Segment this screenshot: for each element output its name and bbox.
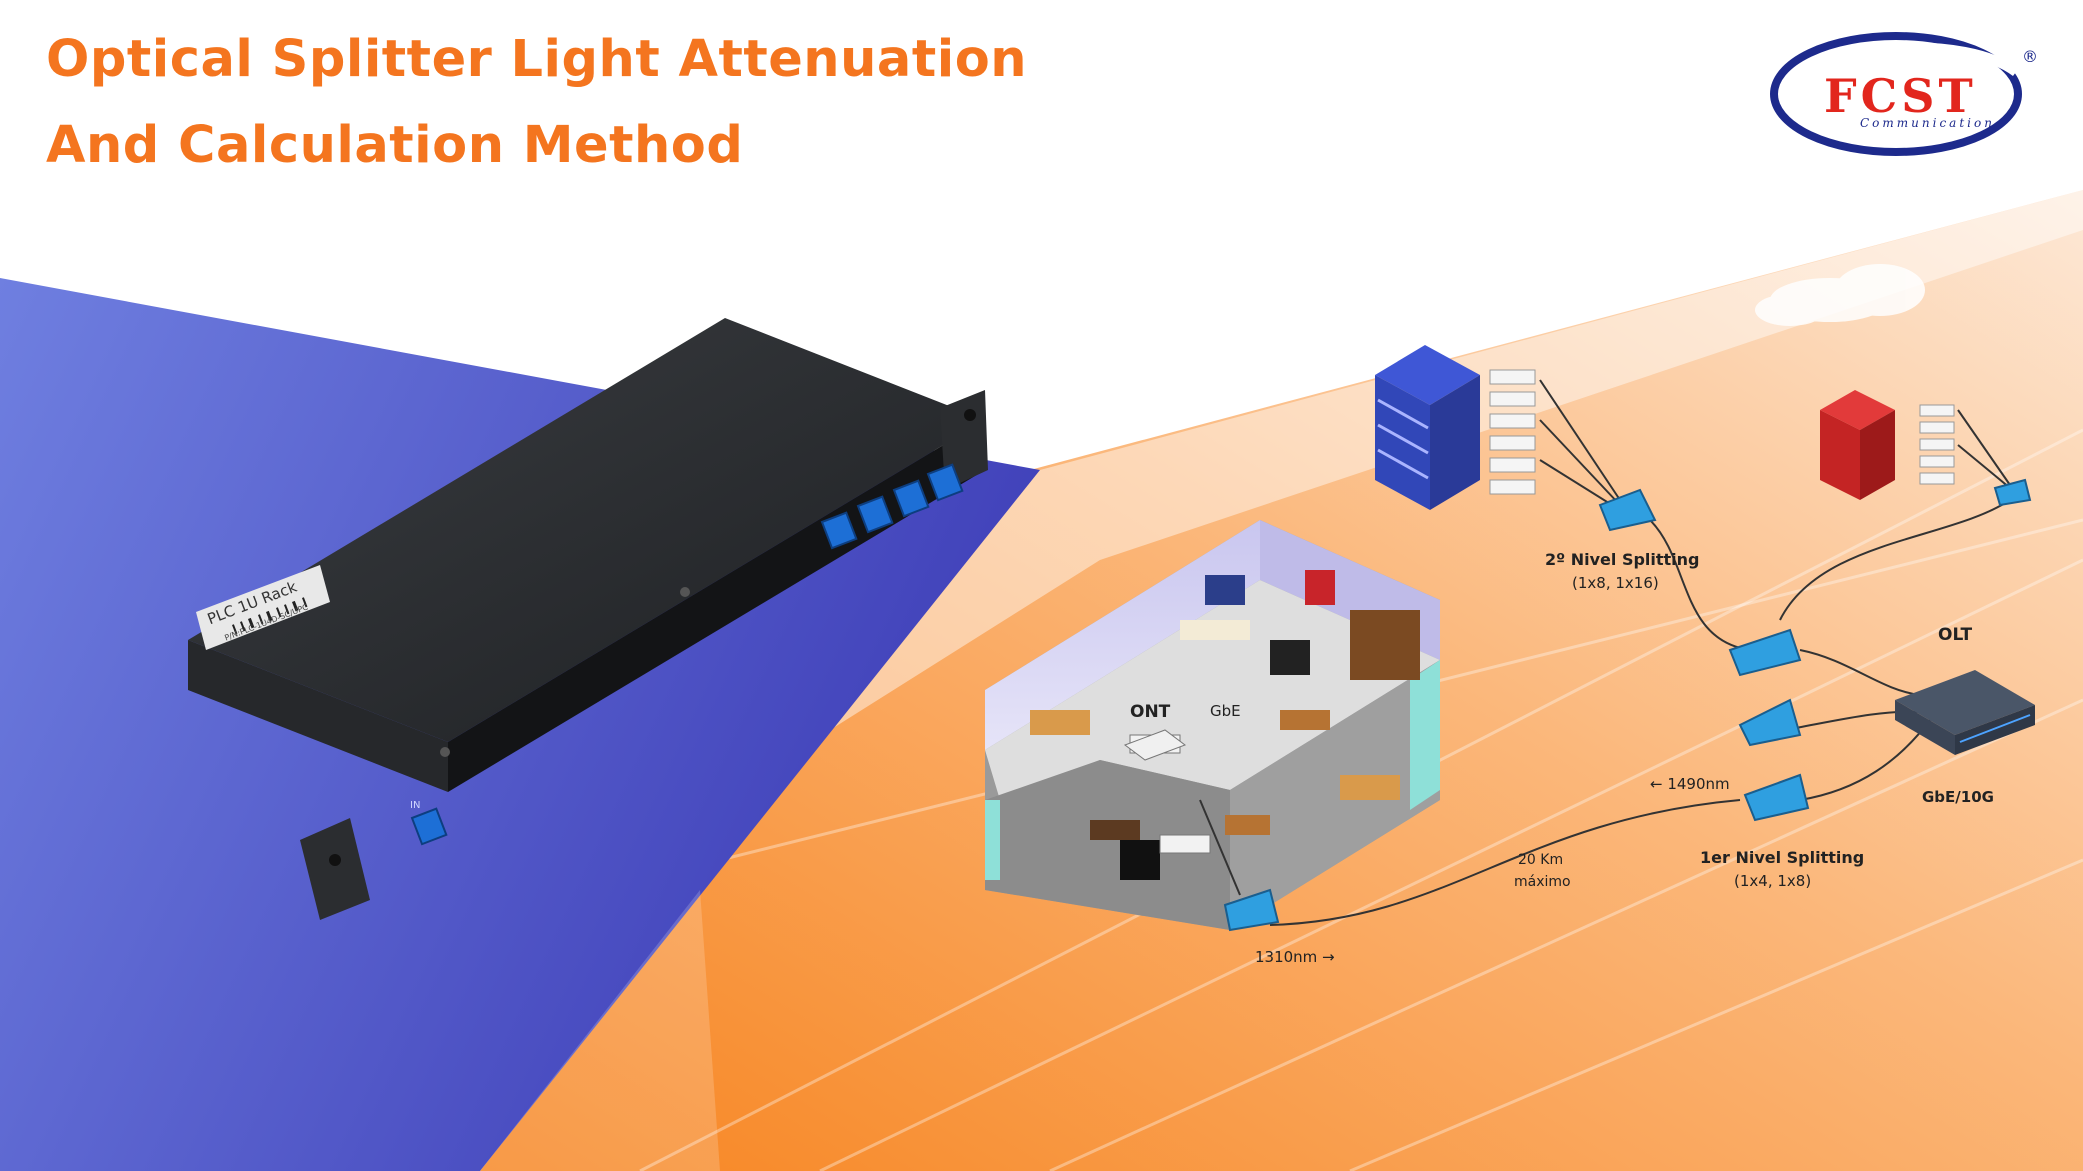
splitter-devices (1223, 478, 2032, 932)
ont-device (1123, 729, 1187, 761)
level2-splitting-ratio: (1x8, 1x16) (1572, 574, 1659, 592)
logo-sub-text: Communication (1860, 116, 1995, 130)
page-title-line-2: And Calculation Method (46, 116, 744, 175)
olt-label: OLT (1938, 625, 1973, 645)
sc-adapter-ports (410, 463, 964, 846)
level1-splitting-ratio: (1x4, 1x8) (1734, 872, 1812, 890)
cloud-icon (1755, 264, 1925, 326)
level2-splitting-title: 2º Nivel Splitting (1545, 550, 1700, 569)
logo-brand-text: FCST (1824, 69, 1977, 123)
plc-rack-device (188, 318, 988, 920)
olt-device (1895, 670, 2035, 755)
registered-mark: ® (2022, 47, 2038, 66)
page-title-line-1: Optical Splitter Light Attenuation (46, 30, 1028, 89)
distance-label: 20 Km (1518, 852, 1564, 868)
ont-label: ONT (1130, 702, 1171, 722)
rack-in-port-label: IN (410, 800, 421, 811)
level1-splitting-title: 1er Nivel Splitting (1700, 848, 1865, 867)
logo-swoosh-icon: FCST Communication ® (1770, 32, 2038, 156)
upstream-wavelength-label: 1310nm → (1255, 948, 1335, 966)
office-building-blue (1375, 345, 1536, 510)
gbe-label: GbE (1210, 702, 1241, 720)
olt-speed-label: GbE/10G (1922, 788, 1994, 806)
house-illustration (985, 520, 1440, 930)
downstream-wavelength-label: ← 1490nm (1650, 775, 1730, 793)
distance-max-label: máximo (1514, 874, 1571, 890)
fcst-logo: FCST Communication ® (1766, 22, 2038, 162)
office-building-red (1820, 390, 1955, 500)
